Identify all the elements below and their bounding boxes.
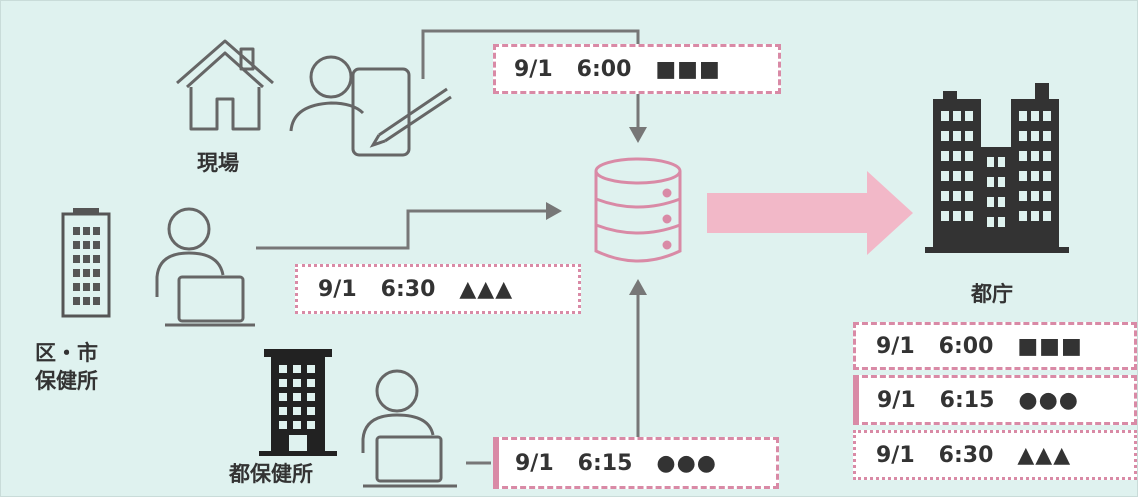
entry-marks: ▲▲▲ [1017, 442, 1072, 468]
entry-time: 6:30 [938, 442, 994, 468]
aggregated-entry-3: 9/1 6:30 ▲▲▲ [853, 430, 1137, 480]
entry-marks: ●●● [1018, 387, 1079, 413]
metro-hc-entry-card: 9/1 6:15 ●●● [493, 437, 779, 489]
office-building-icon [61, 208, 111, 318]
flow-arrow [707, 171, 913, 255]
entry-marks: ■■■ [655, 56, 721, 82]
database-icon [594, 157, 682, 263]
entry-marks: ●●● [656, 450, 717, 476]
entry-date: 9/1 [318, 276, 357, 302]
aggregated-entry-2: 9/1 6:15 ●●● [853, 375, 1137, 425]
entry-time: 6:15 [939, 387, 995, 413]
metro-health-center-label: 都保健所 [229, 462, 313, 486]
aggregated-entry-1: 9/1 6:00 ■■■ [853, 322, 1137, 370]
entry-time: 6:30 [380, 276, 436, 302]
entry-date: 9/1 [515, 450, 554, 476]
entry-date: 9/1 [876, 333, 915, 359]
skyscrapers-icon [925, 83, 1069, 253]
entry-date: 9/1 [514, 56, 553, 82]
metro-government-label: 都庁 [971, 282, 1013, 306]
arrow-heads [546, 127, 647, 295]
entry-marks: ■■■ [1017, 333, 1083, 359]
metro-building-icon [259, 349, 337, 456]
ward-city-health-center-label: 区・市 保健所 [35, 341, 98, 393]
ward-entry-card: 9/1 6:30 ▲▲▲ [295, 264, 581, 314]
entry-date: 9/1 [876, 442, 915, 468]
field-label: 現場 [197, 151, 239, 175]
field-entry-card: 9/1 6:00 ■■■ [493, 44, 781, 94]
entry-time: 6:00 [938, 333, 994, 359]
entry-time: 6:15 [577, 450, 633, 476]
entry-date: 9/1 [877, 387, 916, 413]
ward-arrowhead [546, 202, 562, 220]
field-arrowhead [629, 127, 647, 143]
house-icon [176, 39, 274, 131]
entry-time: 6:00 [576, 56, 632, 82]
person-with-tablet-icon [289, 55, 452, 157]
ward-connector [256, 209, 546, 250]
person-at-laptop-icon-2 [361, 369, 457, 488]
metro-hc-arrowhead [629, 279, 647, 295]
entry-marks: ▲▲▲ [459, 276, 514, 302]
person-at-laptop-icon [155, 207, 255, 327]
